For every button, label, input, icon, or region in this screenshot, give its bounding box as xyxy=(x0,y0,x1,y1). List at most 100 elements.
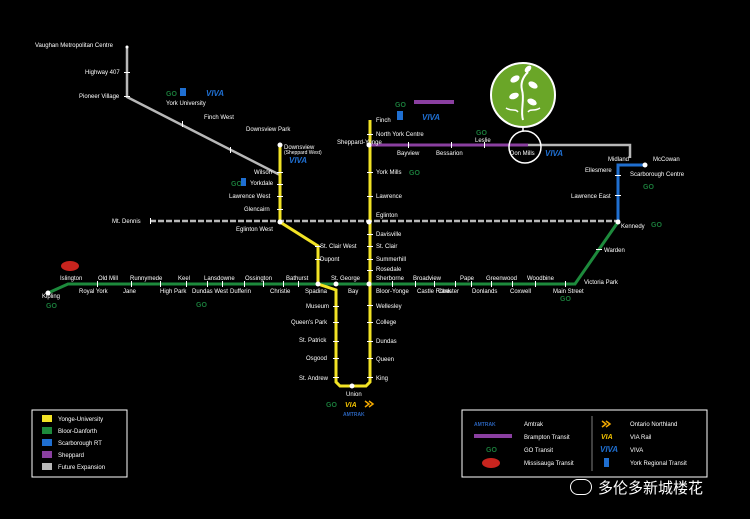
station-lansdowne: Lansdowne xyxy=(204,276,235,282)
station-broadview: Broadview xyxy=(413,276,442,282)
watermark: 多伦多新城楼花 xyxy=(570,476,740,498)
station-st-george: St. George xyxy=(331,276,361,282)
station-islington: Islington xyxy=(60,276,82,282)
station-davisville: Davisville xyxy=(376,232,402,238)
station-queens-park: Queen's Park xyxy=(291,320,328,326)
go-transit-icon: GO xyxy=(46,303,57,310)
go-transit-icon: GO xyxy=(643,184,654,191)
legend-label-future-expansion: Future Expansion xyxy=(58,465,105,471)
station-york-university: York University xyxy=(166,101,206,107)
station-labels: Vaughan Metropolitan Centre Highway 407 … xyxy=(35,43,685,398)
legend-swatch-bloor-danforth xyxy=(42,427,52,434)
agency-label-york-region: York Regional Transit xyxy=(630,461,687,467)
station-royal-york: Royal York xyxy=(79,289,109,295)
station-keel: Keel xyxy=(178,276,190,282)
station-don-mills: Don Mills xyxy=(510,151,535,157)
go-transit-icon: GO xyxy=(166,91,177,98)
station-spadina: Spadina xyxy=(305,289,328,295)
station-st-clair-west: St. Clair West xyxy=(320,244,357,250)
station-lawrence-west: Lawrence West xyxy=(229,194,271,200)
station-york-mills: York Mills xyxy=(376,170,401,176)
station-bayview: Bayview xyxy=(397,151,420,157)
viva-icon: VIVA xyxy=(545,149,563,158)
station-lawrence-east: Lawrence East xyxy=(571,194,611,200)
amtrak-icon: AMTRAK xyxy=(343,412,365,418)
station-finch-west: Finch West xyxy=(204,115,234,121)
station-old-mill: Old Mill xyxy=(98,276,118,282)
line-legend: Yonge-University Bloor-Danforth Scarboro… xyxy=(31,409,128,478)
station-pioneer-village: Pioneer Village xyxy=(79,94,120,100)
ontario-northland-icon xyxy=(601,420,612,428)
station-downsview: Downsview xyxy=(284,145,315,151)
agency-label-mississauga: Missisauga Transit xyxy=(524,461,574,467)
station-mt-dennis: Mt. Dennis xyxy=(112,219,141,225)
legend-label-scarborough-rt: Scarborough RT xyxy=(58,441,102,447)
agency-label-brampton: Brampton Transit xyxy=(524,435,570,441)
go-transit-icon: GO xyxy=(486,447,497,454)
ontario-northland-icon xyxy=(364,400,375,408)
mississauga-transit-icon xyxy=(482,458,500,468)
scarborough-rt-line xyxy=(616,163,645,222)
viva-icon: VIVA xyxy=(422,113,440,122)
station-college: College xyxy=(376,320,397,326)
station-dundas: Dundas xyxy=(376,339,397,345)
agency-label-amtrak: Amtrak xyxy=(524,422,544,428)
via-rail-icon: VIA xyxy=(601,434,613,441)
station-st-andrew: St. Andrew xyxy=(299,376,329,382)
station-dupont: Dupont xyxy=(320,257,340,263)
station-glencairn: Glencairn xyxy=(244,207,270,213)
station-king: King xyxy=(376,376,388,382)
station-high-park: High Park xyxy=(160,289,187,295)
via-rail-icon: VIA xyxy=(345,402,357,409)
don-mills-highlight-ring xyxy=(508,130,542,164)
station-downsview-sub: (Sheppard West) xyxy=(284,150,322,156)
station-union: Union xyxy=(346,392,362,398)
station-woodbine: Woodbine xyxy=(527,276,555,282)
station-kennedy: Kennedy xyxy=(621,224,645,230)
station-finch: Finch xyxy=(376,118,391,124)
leaf-emblem-icon xyxy=(505,65,541,121)
station-bathurst: Bathurst xyxy=(286,276,309,282)
station-sheppard-yonge: Sheppard-Yonge xyxy=(337,140,382,146)
mississauga-transit-icon xyxy=(61,261,79,271)
station-downsview-park: Downsview Park xyxy=(246,127,291,133)
watermark-text: 多伦多新城楼花 xyxy=(598,478,704,497)
station-summerhill: Summerhill xyxy=(376,257,406,263)
go-transit-icon: GO xyxy=(409,170,420,177)
station-museum: Museum xyxy=(306,304,329,310)
go-transit-icon: GO xyxy=(196,302,207,309)
station-bay: Bay xyxy=(348,289,358,295)
york-region-transit-icon xyxy=(604,458,609,467)
go-transit-icon: GO xyxy=(476,130,487,137)
yonge-university-line xyxy=(278,120,372,388)
station-victoria-park: Victoria Park xyxy=(584,280,619,286)
station-scarborough-centre: Scarborough Centre xyxy=(630,172,685,178)
station-highway-407: Highway 407 xyxy=(85,70,120,76)
agency-label-go: GO Transit xyxy=(524,448,553,454)
go-transit-icon: GO xyxy=(651,222,662,229)
station-eglinton: Eglinton xyxy=(376,213,398,219)
agency-label-ontario-northland: Ontario Northland xyxy=(630,422,677,428)
station-wellesley: Wellesley xyxy=(376,304,402,310)
map-transit-logos: GO VIVA VIVA GO GO VIVA GO GO VIVA GO GO… xyxy=(46,88,662,418)
station-christie: Christie xyxy=(270,289,291,295)
station-eglinton-west: Eglinton West xyxy=(236,227,273,233)
station-ossington: Ossington xyxy=(245,276,272,282)
station-jane: Jane xyxy=(123,289,137,295)
station-rosedale: Rosedale xyxy=(376,267,402,273)
station-lawrence: Lawrence xyxy=(376,194,403,200)
station-dundas-west: Dundas West xyxy=(192,289,228,295)
station-markers xyxy=(45,45,648,389)
agency-legend: AMTRAK Amtrak Ontario Northland Brampton… xyxy=(461,409,708,478)
york-region-transit-icon xyxy=(397,111,403,120)
station-greenwood: Greenwood xyxy=(486,276,517,282)
station-north-york-centre: North York Centre xyxy=(376,132,424,138)
station-main-street: Main Street xyxy=(553,289,584,295)
station-yorkdale: Yorkdale xyxy=(250,181,274,187)
future-line-university-spur xyxy=(125,47,281,177)
station-osgood: Osgood xyxy=(306,356,327,362)
station-st-patrick: St. Patrick xyxy=(299,338,327,344)
station-pape: Pape xyxy=(460,276,475,282)
brampton-transit-icon xyxy=(474,434,512,438)
